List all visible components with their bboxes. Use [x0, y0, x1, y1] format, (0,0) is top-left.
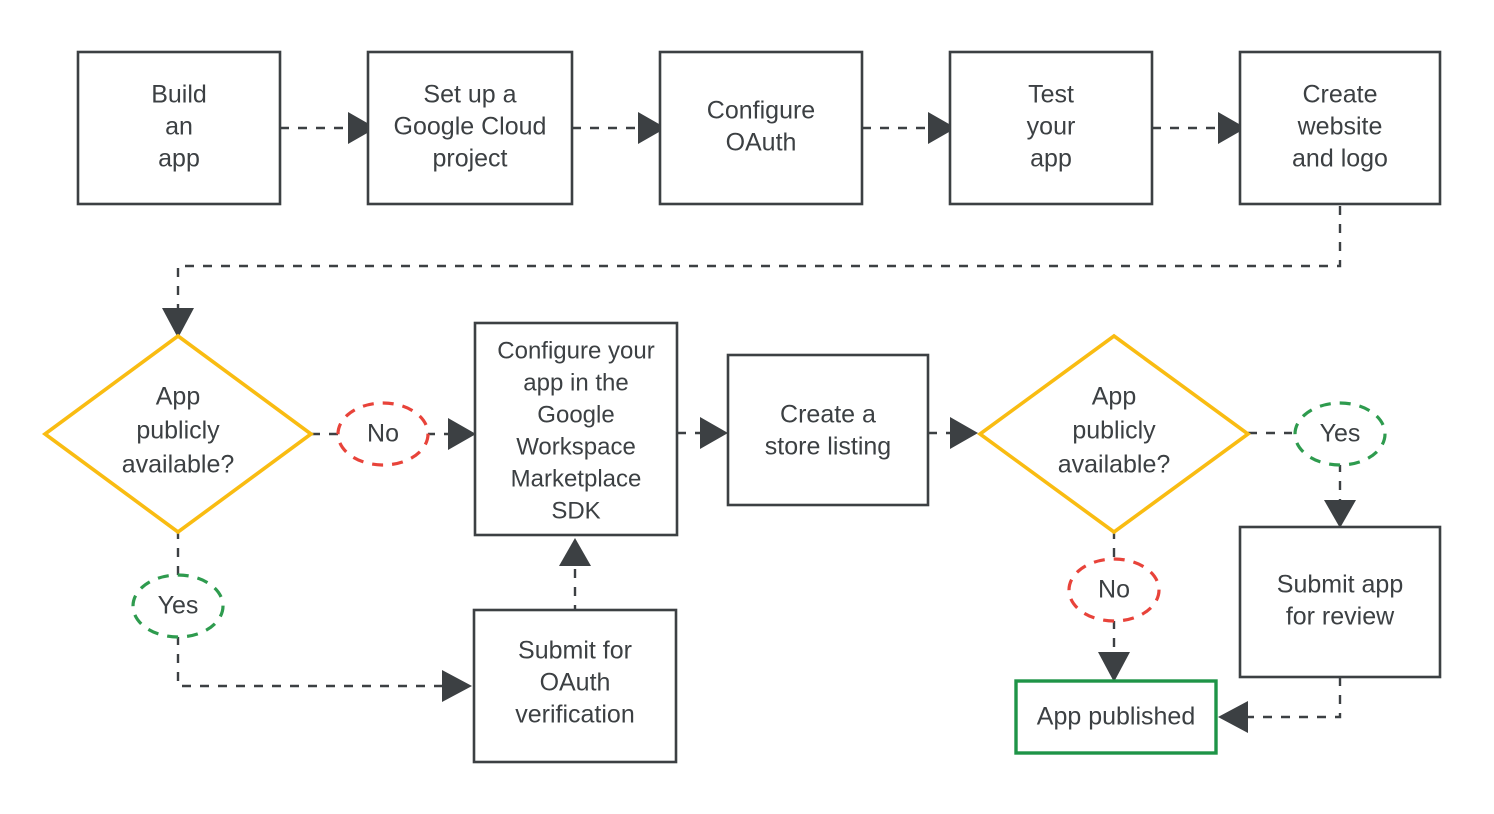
arrowhead-oauth-to-test: [928, 112, 956, 144]
node-shape-process: [658, 50, 864, 206]
node-label-line: website: [1297, 113, 1383, 141]
node-label-line: OAuth: [540, 669, 611, 697]
node-create-a-store-listing[interactable]: Create a store listing: [726, 353, 930, 507]
node-label-line: project: [432, 145, 507, 173]
node-label-line: Google: [537, 401, 614, 428]
node-shape-process: [366, 50, 574, 206]
node-label-line: store listing: [765, 433, 891, 461]
yes-label-ellipse: [131, 573, 225, 639]
node-label-line: publicly: [136, 417, 220, 445]
node-label-line: for review: [1286, 603, 1395, 631]
node-label-line: Configure your: [497, 337, 654, 364]
node-shape-decision: [976, 333, 1252, 535]
node-shape-process: [472, 608, 678, 764]
node-label-line: app: [1030, 145, 1072, 173]
node-label-line: App: [156, 383, 200, 411]
edge-label-text: Yes: [1320, 420, 1361, 448]
node-label-line: Set up a: [423, 81, 516, 109]
node-label-line: Create a: [780, 401, 876, 429]
node-set-up-google-cloud-project[interactable]: Set up a Google Cloud project: [366, 50, 574, 206]
arrowhead-submit-review-to-app-published: [1218, 701, 1248, 733]
edge-yes-to-oauth-verification: [176, 636, 442, 688]
node-label-line: Submit app: [1277, 571, 1403, 599]
node-app-published[interactable]: App published: [1014, 679, 1218, 755]
node-shape-process: [948, 50, 1154, 206]
node-label-line: available?: [122, 451, 235, 479]
node-label-line: App: [1092, 383, 1136, 411]
node-label-line: publicly: [1072, 417, 1156, 445]
edge-label-text: Yes: [158, 592, 199, 620]
edges-layer: [162, 112, 1356, 733]
edge-label-text: No: [367, 420, 399, 448]
node-label-line: and logo: [1292, 145, 1388, 173]
node-label-line: Google Cloud: [394, 113, 547, 141]
node-create-website-and-logo[interactable]: Create website and logo: [1238, 50, 1442, 206]
node-label-line: Create: [1302, 81, 1377, 109]
node-submit-app-for-review[interactable]: Submit app for review: [1238, 525, 1442, 679]
no-label-ellipse: [336, 401, 430, 467]
no-label-ellipse: [1067, 557, 1161, 623]
node-decision-app-publicly-available-2[interactable]: App publicly available?: [976, 333, 1252, 535]
node-shape-process: [1238, 50, 1442, 206]
arrowhead-build-to-setup: [348, 112, 376, 144]
arrowhead-store-listing-to-decision2: [950, 417, 978, 449]
node-configure-oauth[interactable]: Configure OAuth: [658, 50, 864, 206]
node-shape-process: [76, 50, 282, 206]
node-label-line: Submit for: [518, 637, 632, 665]
arrowhead-setup-to-oauth: [638, 112, 666, 144]
arrowhead-sdk-to-store-listing: [700, 417, 728, 449]
arrowhead-no-to-app-published: [1098, 652, 1130, 682]
edge-label-decision2-yes: Yes: [1293, 401, 1387, 467]
node-label-line: App published: [1037, 703, 1195, 731]
node-label-line: Marketplace: [511, 465, 642, 492]
node-shape-process: [1238, 525, 1442, 679]
arrowhead-yes-to-oauth-verification: [442, 670, 472, 702]
node-shape-process: [726, 353, 930, 507]
node-label-line: verification: [515, 701, 635, 729]
node-label-line: available?: [1058, 451, 1171, 479]
edge-website-to-decision1: [176, 206, 1342, 308]
node-decision-app-publicly-available-1[interactable]: App publicly available?: [41, 333, 315, 535]
arrowhead-website-to-decision1: [162, 308, 194, 338]
node-test-your-app[interactable]: Test your app: [948, 50, 1154, 206]
node-shape-decision: [41, 333, 315, 535]
yes-label-ellipse: [1293, 401, 1387, 467]
arrowhead-test-to-website: [1218, 112, 1246, 144]
arrowhead-yes-to-submit-review: [1324, 500, 1356, 528]
node-label-line: Test: [1028, 81, 1074, 109]
node-shape-terminal: [1014, 679, 1218, 755]
node-label-line: app: [158, 145, 200, 173]
edge-label-decision1-no: No: [336, 401, 430, 467]
node-label-line: Build: [151, 81, 207, 109]
arrowhead-no-to-sdk: [448, 418, 476, 450]
node-label-line: OAuth: [726, 129, 797, 157]
node-shape-process: [473, 321, 679, 537]
edge-label-decision2-no: No: [1067, 557, 1161, 623]
edge-submit-review-to-app-published: [1248, 677, 1342, 719]
node-label-line: your: [1027, 113, 1076, 141]
node-label-line: Configure: [707, 97, 815, 125]
edge-label-decision1-yes: Yes: [131, 573, 225, 639]
node-label-line: an: [165, 113, 193, 141]
node-build-an-app[interactable]: Build an app: [76, 50, 282, 206]
edge-label-text: No: [1098, 576, 1130, 604]
node-label-line: app in the: [523, 369, 628, 396]
node-label-line: SDK: [551, 497, 600, 524]
arrowhead-oauth-verification-to-sdk: [559, 538, 591, 566]
node-label-line: Workspace: [516, 433, 636, 460]
node-submit-for-oauth-verification[interactable]: Submit for OAuth verification: [472, 608, 678, 764]
node-configure-app-in-marketplace-sdk[interactable]: Configure your app in the Google Workspa…: [473, 321, 679, 537]
